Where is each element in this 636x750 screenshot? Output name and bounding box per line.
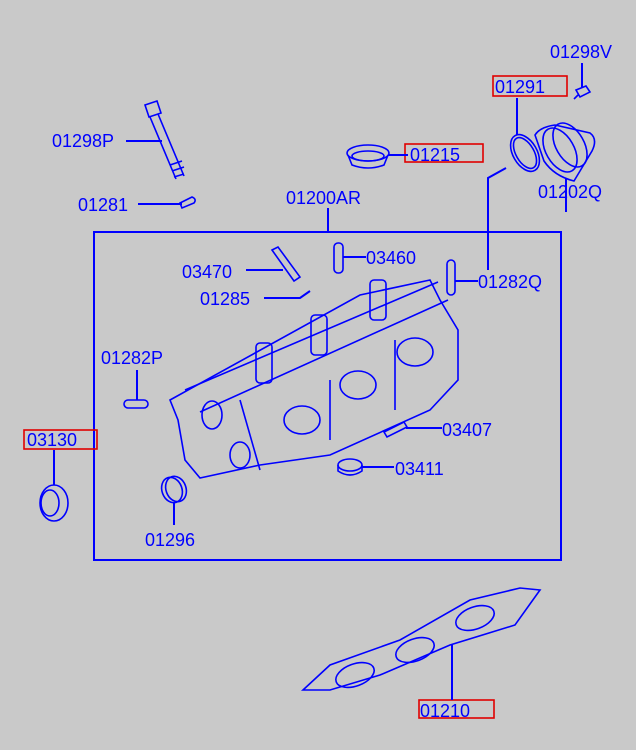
label-03407[interactable]: 03407	[442, 420, 492, 440]
label-01281[interactable]: 01281	[78, 195, 128, 215]
part-03460[interactable]: 03460	[333, 242, 416, 274]
label-01215[interactable]: 01215	[410, 145, 460, 165]
highlight-box-01215	[404, 143, 484, 163]
label-01200AR[interactable]: 01200AR	[286, 188, 361, 208]
label-01296[interactable]: 01296	[145, 530, 195, 550]
part-01298P[interactable]: 01298P	[52, 99, 185, 180]
label-01282Q[interactable]: 01282Q	[478, 272, 542, 292]
label-01298P[interactable]: 01298P	[52, 131, 114, 151]
part-01210[interactable]: 01210	[300, 587, 542, 721]
label-03130[interactable]: 03130	[27, 430, 77, 450]
part-01282Q[interactable]: 01282Q	[446, 259, 542, 296]
part-01296[interactable]: 01296	[145, 473, 195, 550]
label-01282P[interactable]: 01282P	[101, 348, 163, 368]
label-01210[interactable]: 01210	[420, 701, 470, 721]
part-03407[interactable]: 03407	[382, 420, 492, 440]
label-01202Q[interactable]: 01202Q	[538, 182, 602, 202]
part-01285[interactable]: 01285	[200, 289, 311, 309]
label-01298V[interactable]: 01298V	[550, 42, 612, 62]
highlight-box-03130	[23, 429, 98, 450]
part-03130[interactable]: 03130	[23, 429, 98, 522]
highlight-box-01291	[492, 75, 568, 97]
label-01285[interactable]: 01285	[200, 289, 250, 309]
label-03460[interactable]: 03460	[366, 248, 416, 268]
highlight-box-01210	[418, 699, 495, 719]
label-01291[interactable]: 01291	[495, 77, 545, 97]
label-03470[interactable]: 03470	[182, 262, 232, 282]
part-01298V[interactable]: 01298V	[550, 42, 612, 100]
cylinder-head	[168, 279, 459, 479]
label-03411[interactable]: 03411	[395, 459, 444, 479]
part-03411[interactable]: 03411	[337, 458, 444, 479]
part-01215[interactable]: 01215	[346, 143, 484, 169]
part-01291[interactable]: 01291	[487, 75, 568, 270]
part-03470[interactable]: 03470	[182, 245, 302, 283]
part-01202Q[interactable]: 01202Q	[534, 117, 602, 212]
part-01281[interactable]: 01281	[78, 195, 196, 215]
part-01282P[interactable]: 01282P	[101, 348, 163, 409]
